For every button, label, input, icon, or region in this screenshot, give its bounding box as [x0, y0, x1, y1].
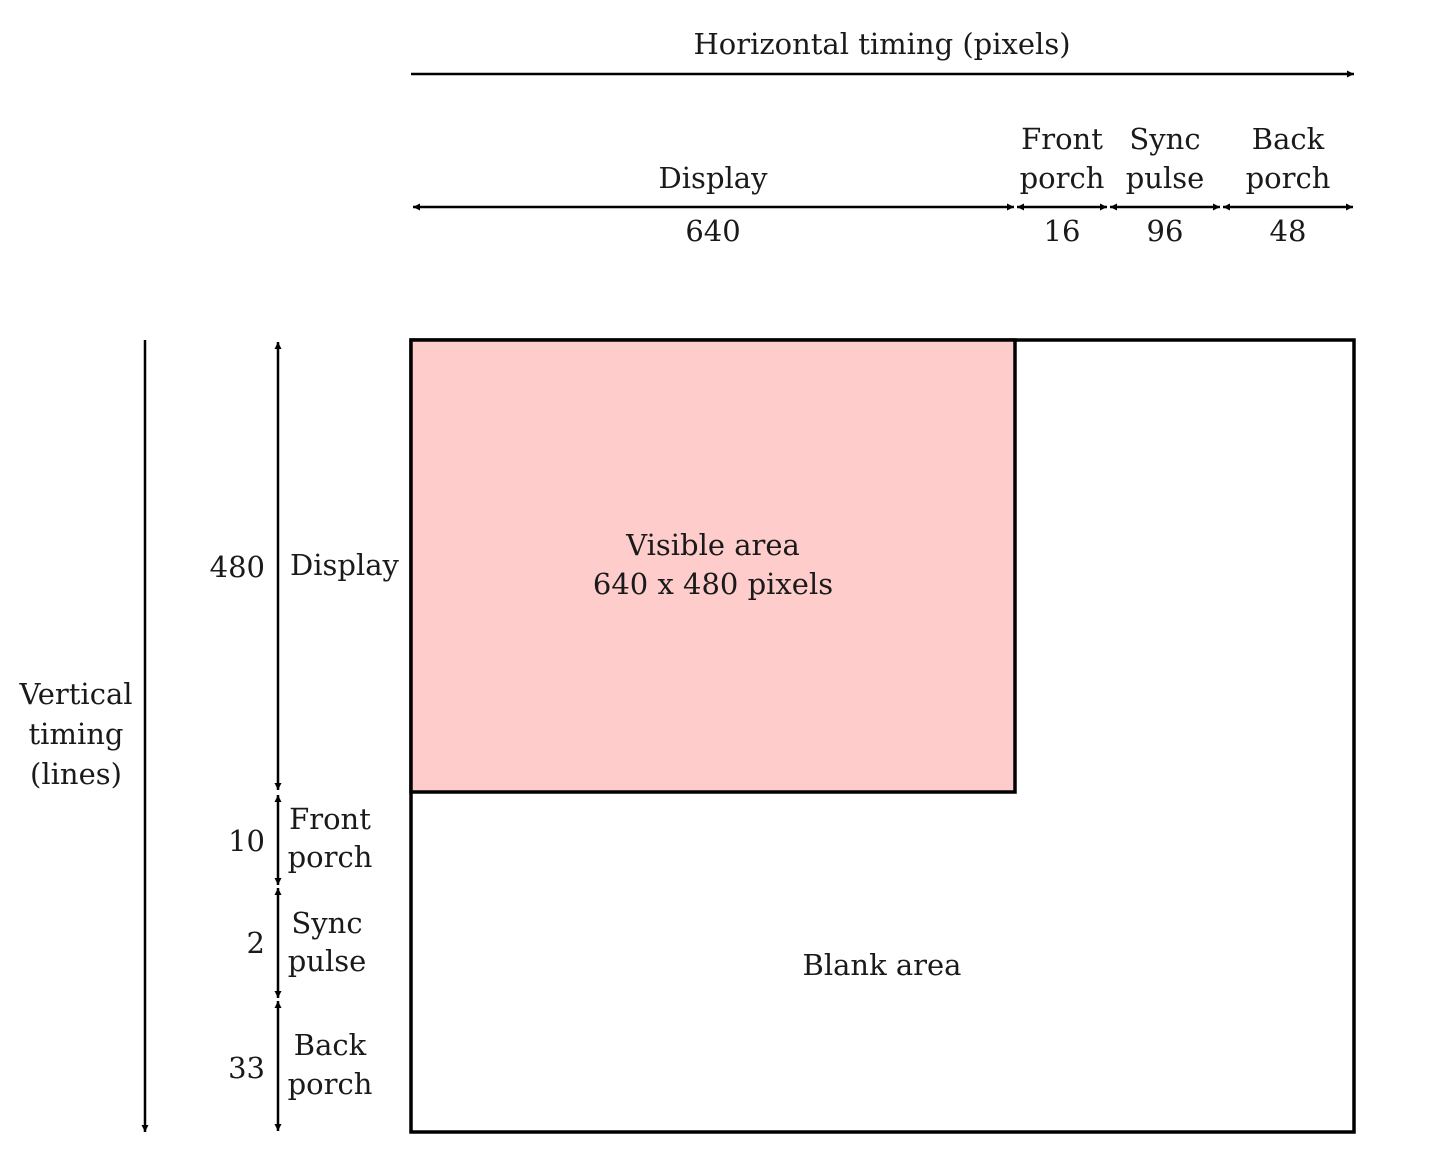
- v-front-porch-label-1: Front: [289, 802, 371, 836]
- visible-area-size: 640 x 480 pixels: [593, 567, 833, 601]
- h-front-porch-label-2: porch: [1020, 161, 1105, 195]
- visible-area-label: Visible area: [625, 528, 800, 562]
- h-back-porch-value: 48: [1270, 214, 1307, 248]
- h-back-porch-label-2: porch: [1246, 161, 1331, 195]
- horizontal-title: Horizontal timing (pixels): [693, 27, 1070, 61]
- v-sync-pulse-label-2: pulse: [288, 944, 367, 978]
- blank-area-label: Blank area: [803, 948, 962, 982]
- h-front-porch-label-1: Front: [1021, 122, 1103, 156]
- vertical-title-3: (lines): [30, 757, 122, 791]
- h-front-porch-value: 16: [1044, 214, 1081, 248]
- v-front-porch-label-2: porch: [288, 840, 373, 874]
- v-sync-pulse-label-1: Sync: [291, 906, 362, 940]
- h-display-value: 640: [685, 214, 740, 248]
- h-display-label: Display: [659, 161, 769, 195]
- h-sync-pulse-value: 96: [1147, 214, 1184, 248]
- h-back-porch-label-1: Back: [1252, 122, 1325, 156]
- v-display-value: 480: [210, 550, 265, 584]
- vertical-title-2: timing: [29, 717, 124, 751]
- v-back-porch-label-1: Back: [294, 1028, 367, 1062]
- h-sync-pulse-label-1: Sync: [1129, 122, 1200, 156]
- v-sync-pulse-value: 2: [247, 926, 265, 960]
- v-display-label: Display: [290, 548, 400, 582]
- v-back-porch-value: 33: [228, 1051, 265, 1085]
- visible-area-rect: [409, 338, 1017, 794]
- v-back-porch-label-2: porch: [288, 1067, 373, 1101]
- h-sync-pulse-label-2: pulse: [1126, 161, 1205, 195]
- v-front-porch-value: 10: [228, 824, 265, 858]
- vertical-title-1: Vertical: [18, 677, 132, 711]
